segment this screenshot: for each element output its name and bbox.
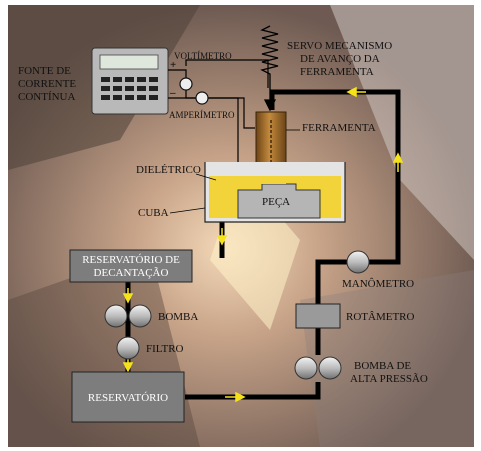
reservoir-label: RESERVATÓRIO: [88, 392, 168, 404]
minus-sign: –: [169, 87, 176, 99]
rotameter-box: [296, 304, 340, 328]
power-source-label-3: CONTÍNUA: [18, 91, 75, 103]
rotameter-label: ROTÂMETRO: [346, 311, 415, 323]
tank: [205, 162, 345, 222]
tool-label: FERRAMENTA: [302, 122, 376, 134]
filter-icon: [117, 337, 139, 359]
servo-label-2: DE AVANÇO DA: [300, 53, 380, 65]
keypad: [101, 77, 158, 100]
ammeter-label: AMPERÍMETRO: [169, 110, 235, 120]
power-source-label-2: CORRENTE: [18, 78, 76, 90]
settling-reservoir-label-2: DECANTAÇÃO: [94, 267, 169, 279]
ammeter-icon: [196, 92, 208, 104]
voltmeter-icon: [180, 78, 192, 90]
settling-reservoir-label-1: RESERVATÓRIO DE: [82, 254, 180, 266]
pump-label: BOMBA: [158, 311, 198, 323]
high-pressure-pump-label-2: ALTA PRESSÃO: [350, 373, 428, 385]
tank-label: CUBA: [138, 207, 169, 219]
power-source: [92, 48, 168, 114]
servo-label-1: SERVO MECANISMO: [287, 40, 392, 52]
dielectric-label: DIELÉTRICO: [136, 164, 201, 176]
manometer-label: MANÔMETRO: [342, 278, 414, 290]
workpiece-label: PEÇA: [262, 196, 290, 208]
power-source-label-1: FONTE DE: [18, 65, 71, 77]
voltmeter-label: VOLTÍMETRO: [174, 51, 232, 61]
manometer-icon: [347, 251, 369, 273]
filter-label: FILTRO: [146, 343, 184, 355]
high-pressure-pump-label-1: BOMBA DE: [354, 360, 411, 372]
servo-label-3: FERRAMENTA: [300, 66, 374, 78]
